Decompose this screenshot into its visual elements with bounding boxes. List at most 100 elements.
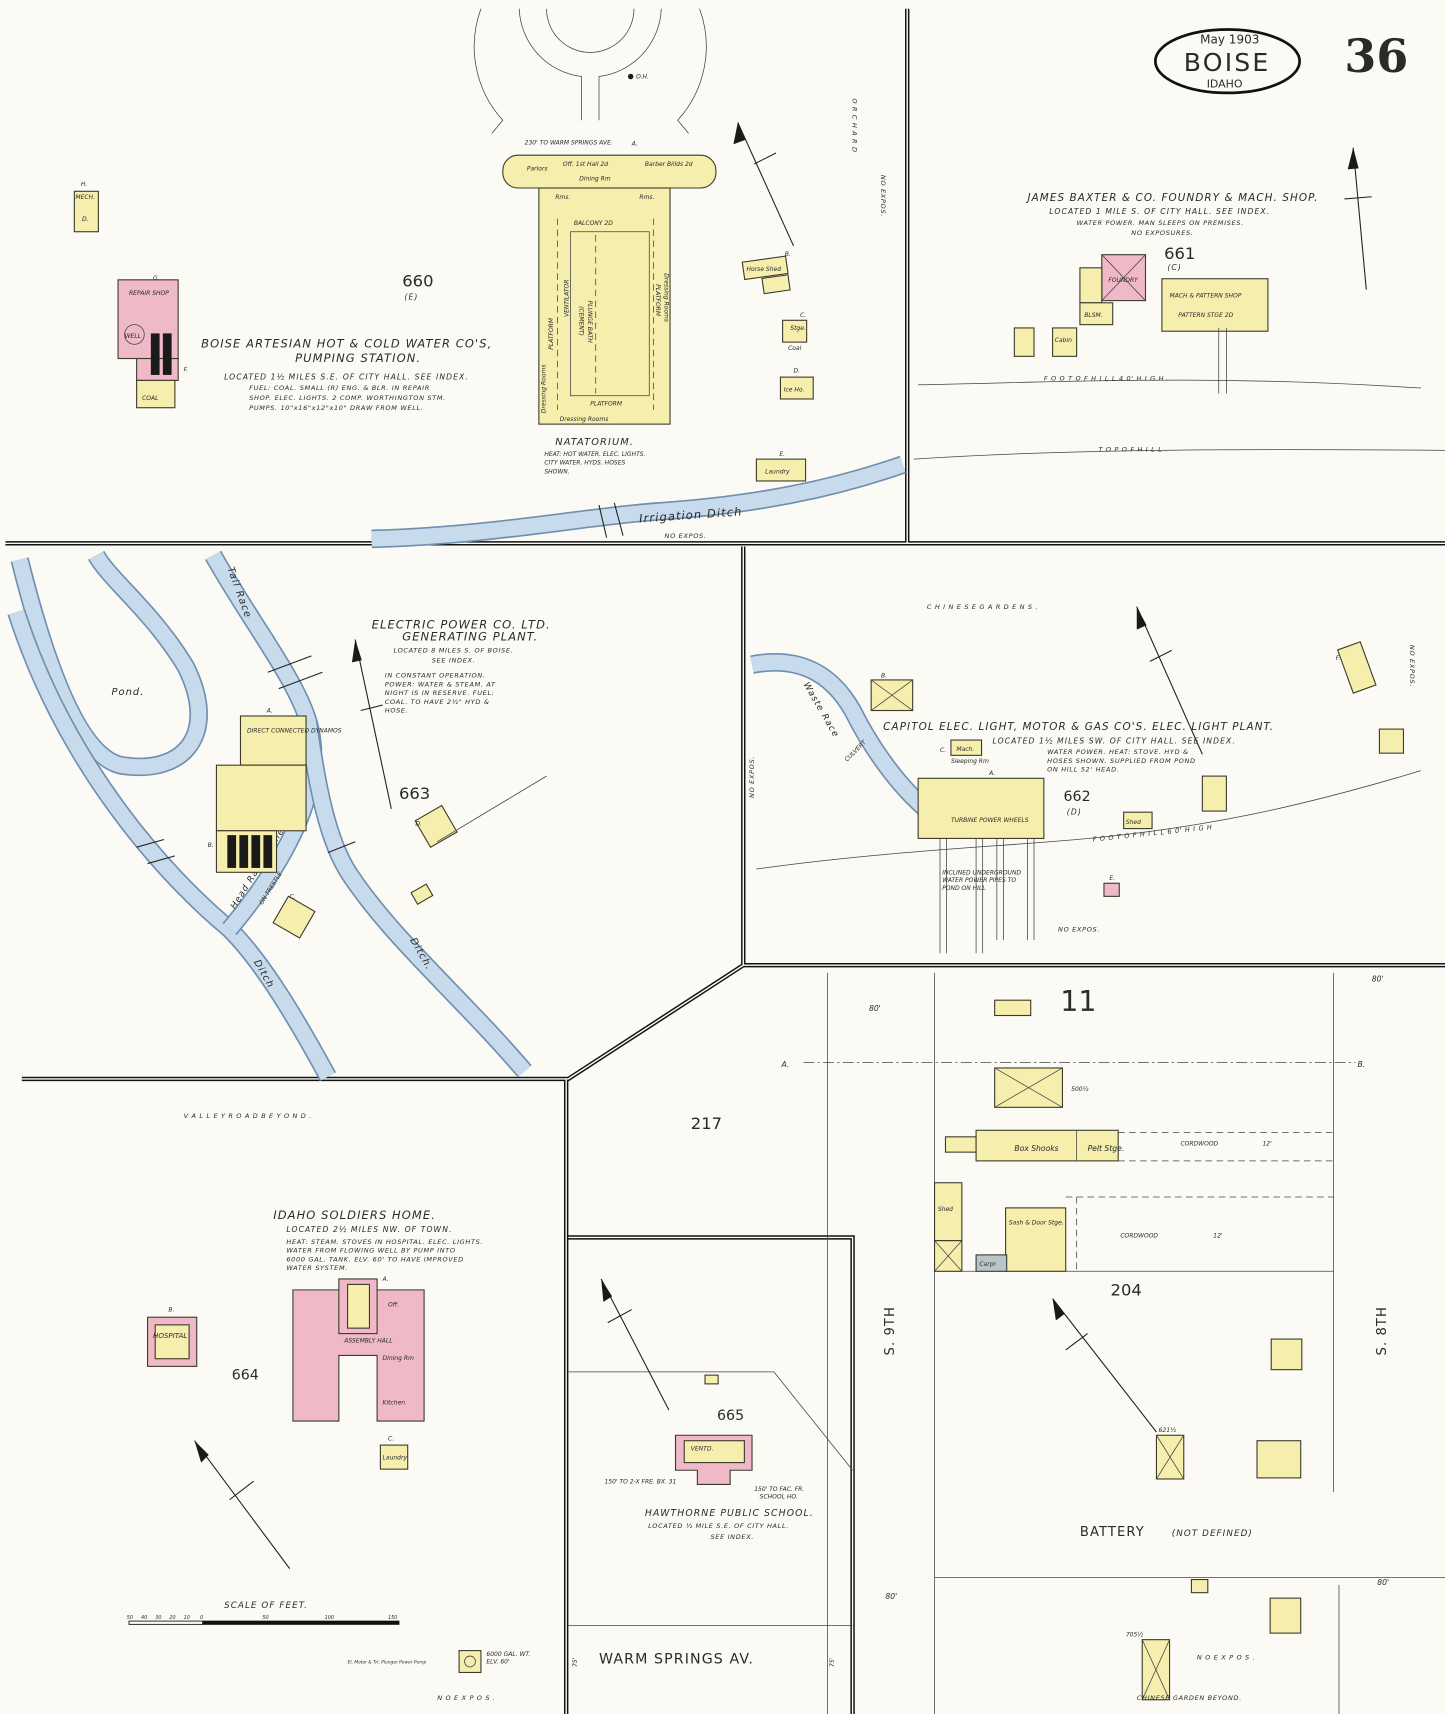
label-mach: Mach.: [956, 746, 974, 753]
not-defined-label: (NOT DEFINED): [1172, 1529, 1253, 1539]
no-expos-label: NO EXPOS.: [665, 532, 707, 540]
soldiers-home-note: 6000 GAL. TANK. ELV. 60' TO HAVE IMPROVE…: [286, 1255, 464, 1263]
label-storage: Stge.: [790, 325, 806, 332]
block-number: 204: [1111, 1280, 1142, 1299]
frontage: 75': [829, 1657, 836, 1667]
street-label-s8th: S. 8TH: [1375, 1306, 1390, 1355]
frontage: 80': [1372, 975, 1384, 984]
label-box-shooks: Box Shooks: [1014, 1144, 1058, 1153]
school-title: HAWTHORNE PUBLIC SCHOOL.: [645, 1508, 814, 1519]
boiler-icon: [150, 333, 160, 375]
frontage: 80': [885, 1592, 897, 1601]
label-platform: PLATFORM: [590, 401, 623, 408]
generating-plant: [215, 764, 307, 832]
frontage: 80': [869, 1004, 881, 1013]
north-arrow-icon: [1344, 147, 1372, 290]
label-assembly-hall: ASSEMBLY HALL: [343, 1337, 392, 1344]
map-header: May 1903 BOISE IDAHO 36: [1153, 28, 1408, 95]
soldiers-home-note: LOCATED 2½ MILES NW. OF TOWN.: [286, 1225, 452, 1234]
foundry-note: LOCATED 1 MILE S. OF CITY HALL. SEE INDE…: [1049, 207, 1270, 216]
label-blacksmith: BLSM.: [1084, 312, 1102, 319]
building-class: (E): [404, 293, 418, 302]
label-12ft: 12': [1262, 1141, 1272, 1148]
light-plant-note: HOSES SHOWN. SUPPLIED FROM POND: [1047, 757, 1196, 765]
power-plant-subtitle: GENERATING PLANT.: [402, 630, 538, 644]
natatorium-note: CITY WATER. HYDS. HOSES: [544, 460, 625, 467]
building-number: 663: [399, 784, 430, 803]
label-f: F.: [1336, 655, 1341, 662]
scale-of-feet: SCALE OF FEET. 50 40 30 20 10 0 50 100 1…: [127, 1601, 400, 1625]
city-name: BOISE: [1184, 48, 1271, 77]
coal-shed: [136, 379, 176, 409]
label-b: B.: [785, 251, 791, 258]
label-plunge-bath: PLUNGE BATH: [586, 301, 593, 344]
label-dressing-rooms: Dressing Rooms: [540, 364, 547, 413]
light-plant-title: CAPITOL ELEC. LIGHT, MOTOR & GAS CO'S. E…: [883, 721, 1274, 733]
scale-tick: 50: [262, 1615, 268, 1621]
soldiers-home-title: IDAHO SOLDIERS HOME.: [273, 1208, 436, 1222]
scale-tick: 0: [200, 1615, 203, 1621]
label-well: WELL: [125, 333, 141, 340]
scale-tick: 50: [127, 1615, 133, 1621]
box-shooks-building: [975, 1129, 1119, 1162]
chinese-gardens-label: C H I N E S E G A R D E N S .: [927, 603, 1038, 611]
address: 705½: [1126, 1631, 1143, 1638]
building-number: 660: [402, 271, 433, 290]
address: 500½: [1071, 1086, 1088, 1093]
label-dressing-rooms: Dressing Rooms: [560, 416, 609, 423]
panel-660: Irrigation Ditch NO EXPOS. O R C H A R D…: [73, 8, 906, 549]
cabin: [1052, 327, 1078, 357]
pipes-note: POND ON HILL: [942, 885, 985, 892]
frontage: 75': [572, 1657, 579, 1667]
label-coal: COAL: [142, 395, 158, 402]
panel-borders: [5, 8, 1445, 1714]
power-plant-note: COAL. TO HAVE 2½" HYD &: [385, 698, 490, 706]
north-arrow-icon: [354, 639, 392, 810]
label-vent: VENTD.: [691, 1446, 714, 1453]
label-barber: Barber Billds 2d: [645, 161, 693, 168]
school-note: SEE INDEX.: [710, 1533, 754, 1541]
scale-tick: 30: [155, 1615, 161, 1621]
label-turbines: TURBINE POWER WHEELS: [951, 817, 1029, 824]
horse-shed: [741, 255, 789, 281]
label-rooms: Rms.: [555, 194, 570, 201]
label-c: C.: [388, 1436, 394, 1443]
scale-tick: 150: [388, 1615, 397, 1621]
north-arrow-icon: [194, 1440, 291, 1569]
label-office: Off.: [388, 1301, 399, 1308]
label-shed: Shed: [1126, 819, 1141, 826]
label-platform: PLATFORM: [548, 317, 555, 350]
address: 621½: [1159, 1427, 1176, 1434]
natatorium-note: HEAT: HOT WATER. ELEC. LIGHTS.: [544, 451, 645, 458]
boiler-icon: [162, 333, 172, 375]
label-pelt-storage: Pelt Stge.: [1088, 1144, 1125, 1153]
label-horse-shed: Horse Shed: [747, 266, 782, 273]
label-rooms: Rms.: [639, 194, 654, 201]
machine-pattern-shop: [1161, 278, 1269, 332]
battery-label: BATTERY: [1080, 1525, 1145, 1540]
label-e: E.: [1109, 875, 1115, 882]
scale-tick: 20: [169, 1615, 175, 1621]
label-dining: Dining Rm: [579, 175, 610, 182]
top-of-hill-line: [913, 449, 1445, 460]
shed: [1123, 811, 1153, 830]
scale-title: SCALE OF FEET.: [224, 1601, 308, 1611]
foot-of-hill-label: F O O T O F H I L L 4 0' H I G H .: [1044, 374, 1170, 382]
label-d: D.: [794, 368, 801, 375]
label-b: B.: [881, 673, 887, 680]
building-class: (D): [1067, 807, 1082, 816]
label-g: G.: [153, 275, 160, 282]
power-plant-note: NIGHT IS IN RESERVE. FUEL:: [385, 689, 495, 697]
power-plant-note: IN CONSTANT OPERATION.: [385, 672, 486, 680]
top-of-hill-label: T O P O F H I L L .: [1099, 445, 1168, 453]
panel-665: VENTD. 665 150' TO 2-X FRE. BX. 31 150' …: [568, 1278, 853, 1668]
label-pump: El. Motor & Tri. Plunger Power Pump: [348, 1660, 427, 1666]
label-parlors: Parlors: [527, 166, 548, 173]
label-cordwood: CORDWOOD: [1120, 1232, 1158, 1239]
section-b: B.: [1358, 1060, 1366, 1069]
pipes-note: INCLINED UNDERGROUND: [942, 869, 1021, 876]
pipes-note: WATER POWER PIPES TO: [942, 877, 1016, 884]
label-12ft: 12': [1213, 1232, 1223, 1239]
chinese-garden-beyond: CHINESE GARDEN BEYOND.: [1137, 1694, 1242, 1702]
